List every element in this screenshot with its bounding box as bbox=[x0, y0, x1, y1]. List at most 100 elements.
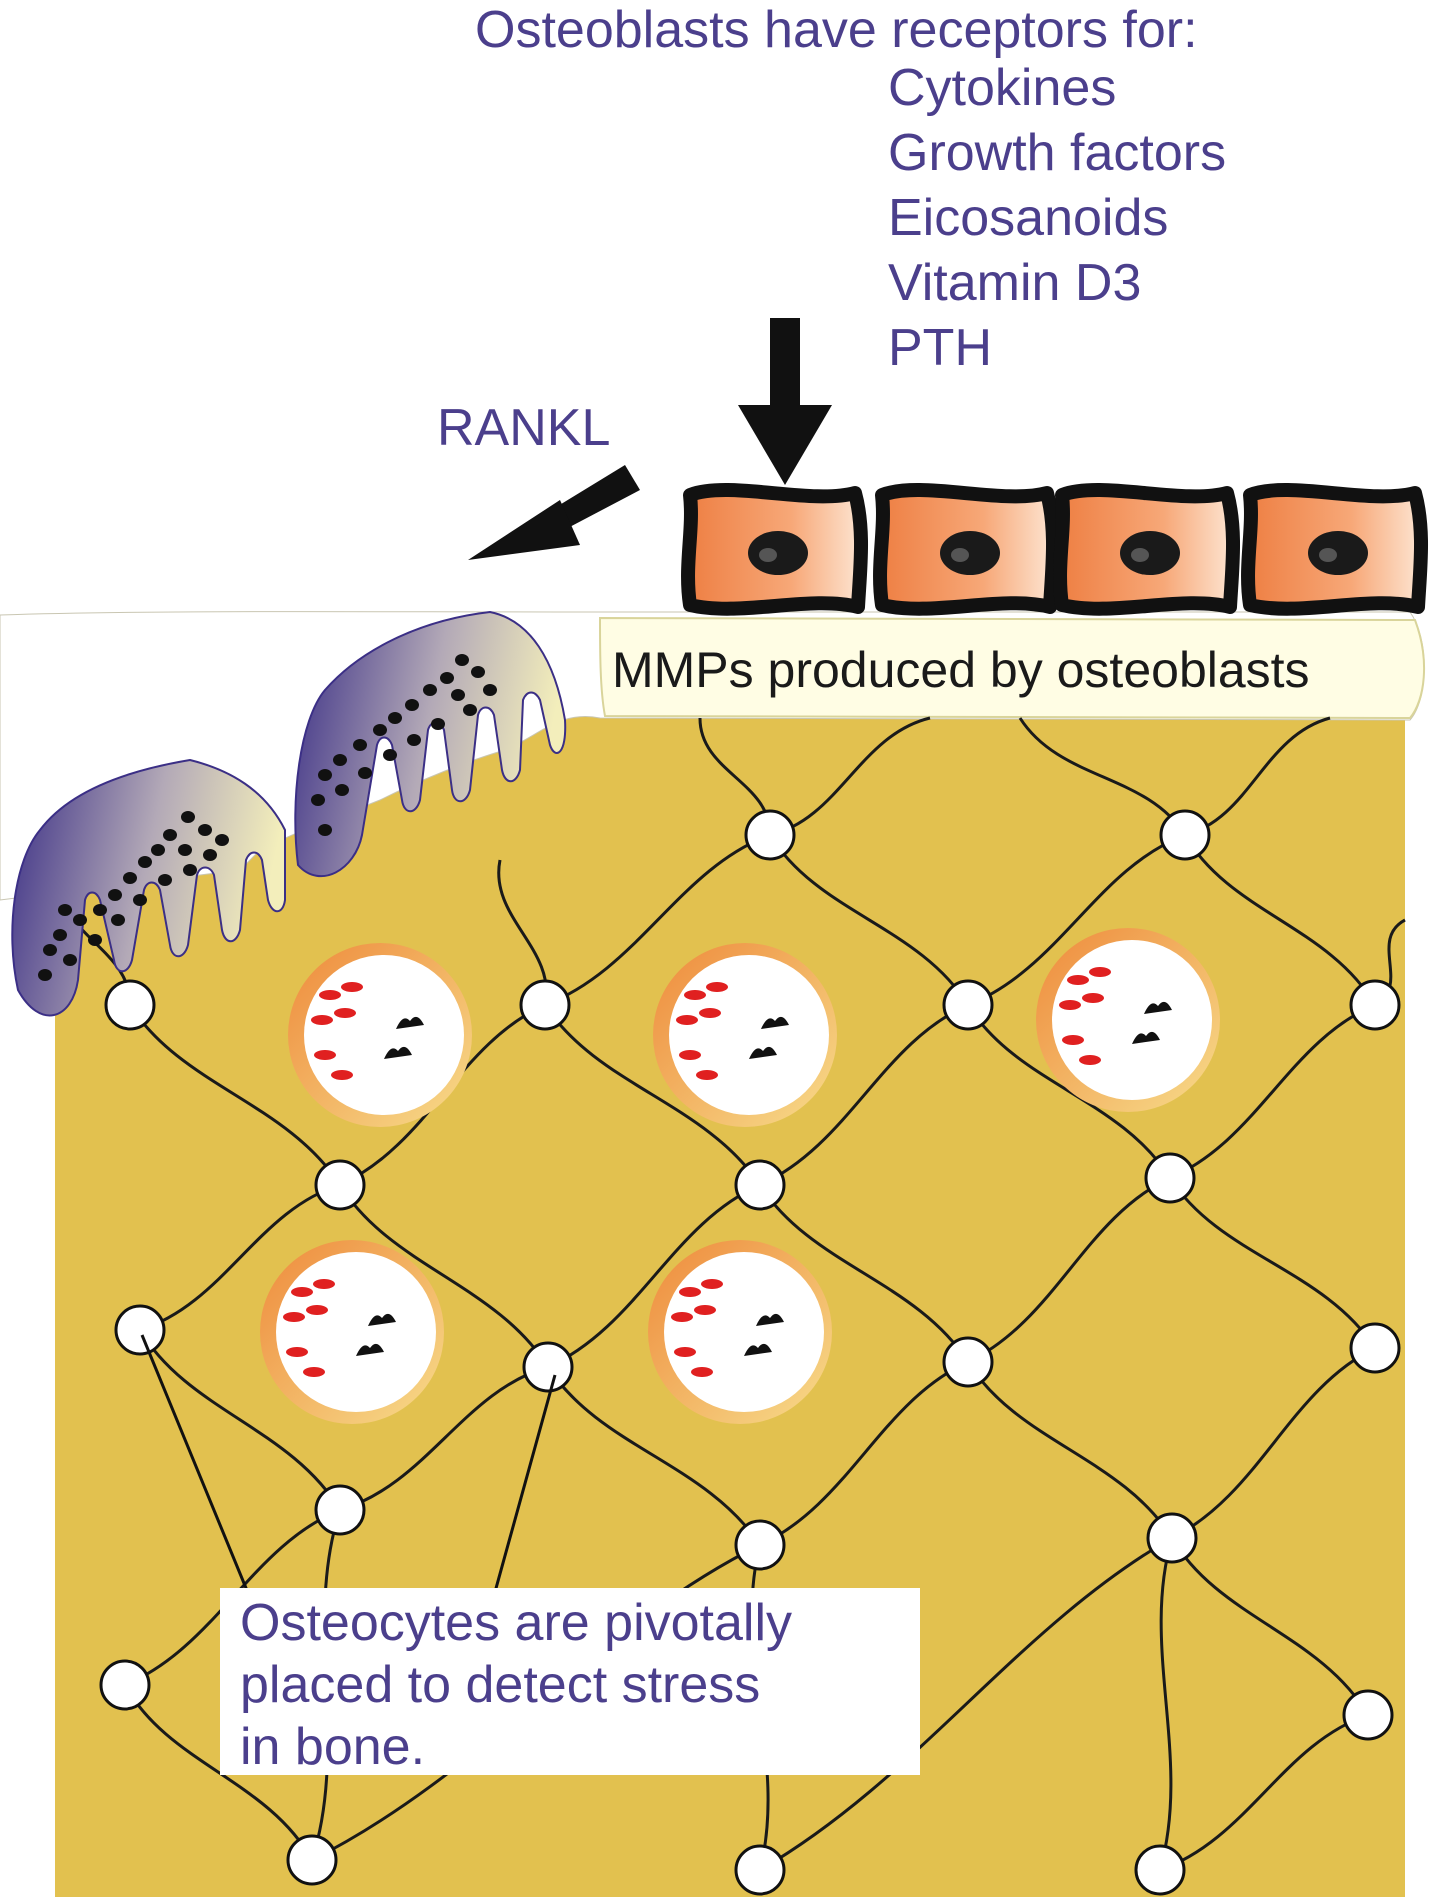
nucleus-dot bbox=[181, 811, 195, 823]
receptor-item: Growth factors bbox=[888, 124, 1227, 182]
canaliculus bbox=[339, 1365, 549, 1512]
canaliculus bbox=[1169, 1003, 1376, 1180]
canaliculus bbox=[546, 1366, 762, 1546]
canaliculus bbox=[1168, 1177, 1377, 1349]
osteoblast-cell-icon bbox=[681, 483, 869, 616]
canaliculus bbox=[967, 1176, 1171, 1364]
receptor-list: Cytokines Growth factors Eicosanoids Vit… bbox=[888, 56, 1226, 381]
receptor-heading: Osteoblasts have receptors for: bbox=[475, 1, 1198, 59]
rankl-label: RANKL bbox=[437, 399, 611, 457]
osteocyte-lacuna-icon bbox=[1146, 1512, 1198, 1564]
osteoclast-cell-icon bbox=[11, 758, 286, 1017]
osteocyte-lacuna-icon bbox=[1349, 979, 1401, 1031]
blood-vessel-icon bbox=[1036, 928, 1220, 1112]
canaliculus bbox=[966, 1004, 1172, 1179]
osteocyte-lacuna-icon bbox=[522, 1341, 574, 1393]
osteocyte-lacuna-icon bbox=[942, 1336, 994, 1388]
osteocyte-lacuna-icon bbox=[734, 1159, 786, 1211]
osteocyte-lacuna-icon bbox=[734, 1519, 786, 1571]
nucleus-dot bbox=[358, 767, 372, 779]
nucleus-dot bbox=[405, 699, 419, 711]
osteocyte-lacuna-icon bbox=[1144, 1152, 1196, 1204]
nucleus-dot bbox=[203, 849, 217, 861]
osteoblast-layer bbox=[681, 483, 1429, 616]
rankl-arrow bbox=[468, 465, 640, 560]
nucleus-dot bbox=[88, 934, 102, 946]
blood-vessel-icon bbox=[288, 943, 472, 1127]
nucleus-dot bbox=[483, 684, 497, 696]
blood-vessel-icon bbox=[260, 1240, 444, 1424]
osteocyte-note: Osteocytes are pivotally placed to detec… bbox=[240, 1592, 920, 1778]
nucleus-dot bbox=[53, 929, 67, 941]
osteocyte-lacuna-icon bbox=[99, 1659, 151, 1711]
nucleus-dot bbox=[383, 749, 397, 761]
osteocytes bbox=[99, 809, 1401, 1896]
nucleus-dot bbox=[63, 954, 77, 966]
nucleus-dot bbox=[163, 829, 177, 841]
nucleus-dot bbox=[318, 824, 332, 836]
nucleus-dot bbox=[451, 689, 465, 701]
osteocyte-lacuna-icon bbox=[1134, 1844, 1186, 1896]
osteoclast-left bbox=[11, 758, 286, 1017]
canaliculus bbox=[768, 834, 970, 1006]
nucleus-dot bbox=[178, 844, 192, 856]
nucleus-dot bbox=[431, 718, 445, 730]
blood-vessels bbox=[260, 928, 1220, 1424]
osteocyte-note-line: Osteocytes are pivotally bbox=[240, 1594, 793, 1652]
osteocyte-lacuna-icon bbox=[114, 1304, 166, 1356]
nucleus-dot bbox=[198, 824, 212, 836]
osteocyte-lacuna-icon bbox=[314, 1159, 366, 1211]
blood-vessel-icon bbox=[648, 1240, 832, 1424]
osteocyte-lacuna-icon bbox=[314, 1484, 366, 1536]
osteocyte-note-box bbox=[220, 1588, 920, 1775]
nucleus-dot bbox=[43, 944, 57, 956]
osteoclast-cell-icon bbox=[294, 610, 567, 878]
osteocyte-lacuna-icon bbox=[519, 979, 571, 1031]
receptor-item: Eicosanoids bbox=[888, 189, 1169, 247]
nucleus-dot bbox=[318, 769, 332, 781]
nucleus-dot bbox=[407, 734, 421, 746]
osteocyte-lacuna-icon bbox=[1159, 809, 1211, 861]
canaliculus bbox=[139, 1183, 341, 1332]
nucleus-dot bbox=[463, 704, 477, 716]
nucleus-dot bbox=[133, 894, 147, 906]
canaliculus bbox=[128, 1004, 342, 1186]
osteocyte-lacuna-icon bbox=[734, 1844, 786, 1896]
canaliculi-network bbox=[58, 716, 1406, 1872]
nucleus-dot bbox=[38, 969, 52, 981]
nucleus-dot bbox=[108, 889, 122, 901]
canaliculus bbox=[1183, 834, 1377, 1006]
canaliculus bbox=[1170, 1537, 1370, 1716]
canaliculus bbox=[543, 1004, 762, 1186]
osteoclast-right bbox=[294, 610, 567, 878]
canaliculus bbox=[758, 1184, 970, 1363]
canaliculus bbox=[547, 1183, 761, 1369]
osteocyte-note-line: in bone. bbox=[240, 1718, 426, 1776]
osteocyte-lacuna-icon bbox=[1349, 1322, 1401, 1374]
canaliculus bbox=[1158, 1537, 1174, 1871]
mmp-band bbox=[598, 616, 1425, 720]
receptor-item: PTH bbox=[888, 319, 992, 377]
nucleus-dot bbox=[373, 724, 387, 736]
nucleus-dot bbox=[183, 864, 197, 876]
nucleus-dot bbox=[440, 672, 454, 684]
canaliculus bbox=[1159, 1713, 1369, 1872]
osteoblast-cell-icon bbox=[1053, 483, 1241, 616]
canaliculus bbox=[338, 1184, 550, 1368]
nucleus-dot bbox=[333, 754, 347, 766]
nucleus-dot bbox=[158, 874, 172, 886]
canaliculus bbox=[138, 1329, 342, 1511]
canaliculus bbox=[1018, 717, 1187, 836]
canaliculus bbox=[966, 1361, 1174, 1539]
nucleus-dot bbox=[335, 784, 349, 796]
nucleus-dot bbox=[138, 856, 152, 868]
mmp-label: MMPs produced by osteoblasts bbox=[612, 642, 1310, 698]
nucleus-dot bbox=[151, 844, 165, 856]
canaliculus bbox=[759, 1536, 1173, 1872]
receptor-item: Cytokines bbox=[888, 59, 1117, 117]
osteocyte-pointer-lines bbox=[140, 1334, 557, 1611]
nucleus-dot bbox=[423, 684, 437, 696]
canaliculus bbox=[123, 1684, 314, 1861]
nucleus-dot bbox=[215, 834, 229, 846]
osteocyte-lacuna-icon bbox=[942, 979, 994, 1031]
